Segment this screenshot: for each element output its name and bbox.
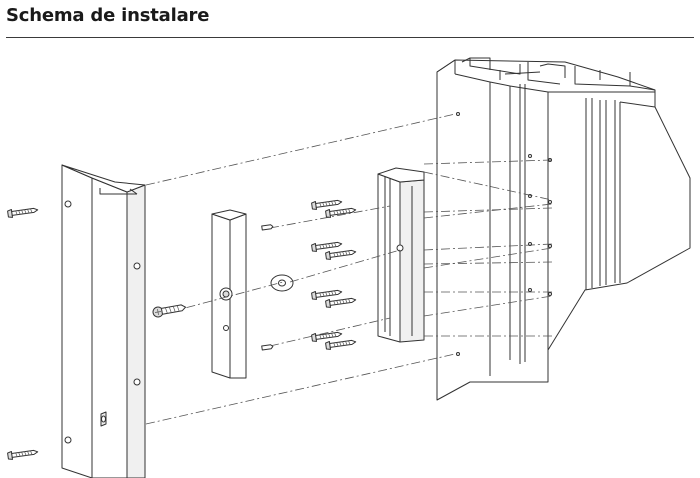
screw-box-7 bbox=[310, 329, 343, 343]
installation-diagram bbox=[0, 40, 700, 478]
screw-box-1 bbox=[310, 197, 343, 211]
screw-box-3 bbox=[310, 239, 343, 253]
screw-mount bbox=[152, 304, 187, 318]
header: Schema de instalare bbox=[0, 0, 700, 40]
pin-bottom bbox=[261, 343, 274, 351]
title-divider bbox=[6, 37, 694, 38]
pin-top bbox=[261, 223, 274, 231]
washer bbox=[270, 274, 294, 292]
screw-box-5 bbox=[310, 287, 343, 301]
frame-holes bbox=[456, 112, 552, 356]
diagram-svg bbox=[6, 57, 691, 478]
screw-box-8 bbox=[324, 337, 357, 351]
door-frame-profile bbox=[436, 57, 691, 401]
spacer-plate bbox=[211, 209, 247, 379]
screws bbox=[6, 197, 357, 461]
screw-wall-top bbox=[6, 205, 39, 219]
screw-box-2 bbox=[324, 205, 357, 219]
screw-wall-bottom bbox=[6, 447, 39, 461]
page-title: Schema de instalare bbox=[6, 5, 210, 26]
strike-plate-housing bbox=[377, 167, 425, 343]
screw-box-4 bbox=[324, 247, 357, 261]
alignment-lines bbox=[145, 113, 553, 425]
wall-bracket-plate bbox=[61, 164, 146, 478]
screw-box-6 bbox=[324, 295, 357, 309]
